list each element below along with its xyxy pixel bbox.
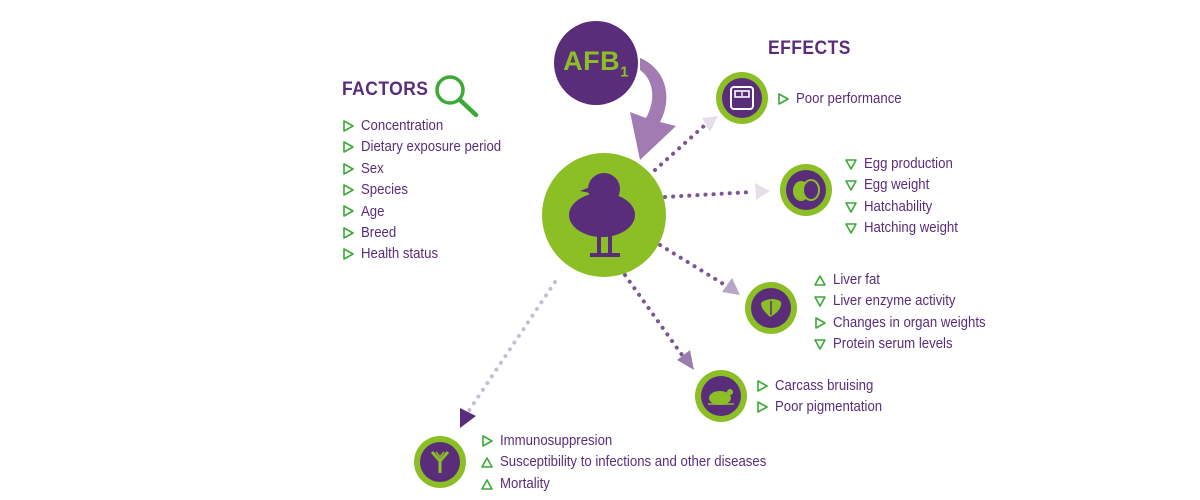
chick-icon: [569, 173, 635, 257]
list-item: Egg weight: [844, 174, 971, 195]
list-item-label: Dietary exposure period: [361, 138, 502, 156]
bullet-triangle-icon: [341, 140, 355, 154]
list-item-label: Protein serum levels: [833, 335, 953, 353]
increase-triangle-icon: [480, 455, 494, 469]
afb1-label: AFB1: [563, 46, 629, 80]
afb1-badge: AFB1: [554, 21, 638, 105]
list-item: Health status: [341, 243, 520, 264]
list-item: Susceptibility to infections and other d…: [480, 451, 803, 472]
bullet-triangle-icon: [341, 226, 355, 240]
decrease-triangle-icon: [813, 337, 827, 351]
list-item: Hatchability: [844, 196, 971, 217]
decrease-triangle-icon: [844, 200, 858, 214]
list-item: Changes in organ weights: [813, 312, 1006, 333]
liver-circle: [745, 282, 797, 334]
list-item: Protein serum levels: [813, 333, 1006, 354]
connector-performance: [653, 116, 718, 172]
scale-icon: [730, 86, 754, 110]
afb1-main-text: AFB: [563, 45, 621, 76]
increase-triangle-icon: [480, 477, 494, 491]
list-item-label: Poor pigmentation: [775, 398, 883, 416]
afb1-arrow: [630, 58, 676, 160]
roast-chicken-icon: [708, 389, 734, 405]
factors-title: FACTORS: [342, 79, 429, 100]
magnifier-icon: [432, 72, 482, 125]
list-item: Carcass bruising: [755, 375, 897, 396]
list-item: Sex: [341, 158, 520, 179]
list-item-label: Concentration: [361, 117, 444, 134]
list-item: Liver enzyme activity: [813, 290, 1006, 311]
liver-icon: [761, 299, 782, 317]
eggs-circle: [780, 164, 832, 216]
list-item-label: Breed: [361, 224, 397, 242]
bullet-triangle-icon: [341, 162, 355, 176]
list-item: Egg production: [844, 153, 971, 174]
list-item-label: Health status: [361, 245, 439, 263]
list-item: Concentration: [341, 115, 520, 136]
list-item-label: Carcass bruising: [775, 377, 874, 394]
connector-immune: [460, 280, 557, 428]
bullet-triangle-icon: [341, 204, 355, 218]
list-item: Dietary exposure period: [341, 136, 520, 157]
list-item: Immunosuppresion: [480, 430, 803, 451]
bullet-triangle-icon: [755, 400, 769, 414]
connector-liver: [658, 243, 740, 295]
effects-title: EFFECTS: [768, 38, 851, 59]
bullet-triangle-icon: [776, 92, 790, 106]
list-item-label: Immunosuppresion: [500, 432, 613, 449]
list-item-label: Liver fat: [833, 271, 880, 288]
decrease-triangle-icon: [813, 294, 827, 308]
list-item-label: Changes in organ weights: [833, 313, 986, 331]
connector-carcass: [623, 273, 694, 370]
chick-circle: [542, 153, 666, 277]
bullet-triangle-icon: [341, 183, 355, 197]
eggs-icon: [793, 179, 820, 201]
list-item-label: Susceptibility to infections and other d…: [500, 453, 767, 471]
connector-eggs: [663, 183, 770, 200]
performance-effects-list: Poor performance: [776, 88, 916, 109]
list-item-label: Poor performance: [796, 90, 902, 107]
list-item-label: Hatchability: [864, 197, 933, 215]
list-item: Mortality: [480, 473, 803, 494]
list-item-label: Liver enzyme activity: [833, 292, 956, 310]
bullet-triangle-icon: [480, 434, 494, 448]
list-item-label: Egg weight: [864, 176, 930, 194]
decrease-triangle-icon: [844, 221, 858, 235]
immune-circle: [414, 436, 466, 488]
list-item-label: Age: [361, 202, 385, 220]
list-item: Age: [341, 201, 520, 222]
decrease-triangle-icon: [844, 178, 858, 192]
performance-circle: [716, 72, 768, 124]
decrease-triangle-icon: [844, 157, 858, 171]
list-item-label: Species: [361, 181, 408, 199]
list-item-label: Mortality: [500, 474, 550, 492]
antibody-icon: [430, 451, 450, 473]
bullet-triangle-icon: [341, 247, 355, 261]
list-item: Liver fat: [813, 269, 1006, 290]
afb1-subscript: 1: [620, 63, 629, 81]
list-item: Species: [341, 179, 520, 200]
bullet-triangle-icon: [341, 119, 355, 133]
list-item: Breed: [341, 222, 520, 243]
bullet-triangle-icon: [813, 316, 827, 330]
list-item-label: Hatching weight: [864, 219, 958, 237]
carcass-circle: [695, 370, 747, 422]
list-item-label: Egg production: [864, 155, 953, 172]
list-item: Poor performance: [776, 88, 916, 109]
increase-triangle-icon: [813, 273, 827, 287]
bullet-triangle-icon: [755, 379, 769, 393]
list-item: Hatching weight: [844, 217, 971, 238]
list-item: Poor pigmentation: [755, 396, 897, 417]
list-item-label: Sex: [361, 159, 384, 177]
